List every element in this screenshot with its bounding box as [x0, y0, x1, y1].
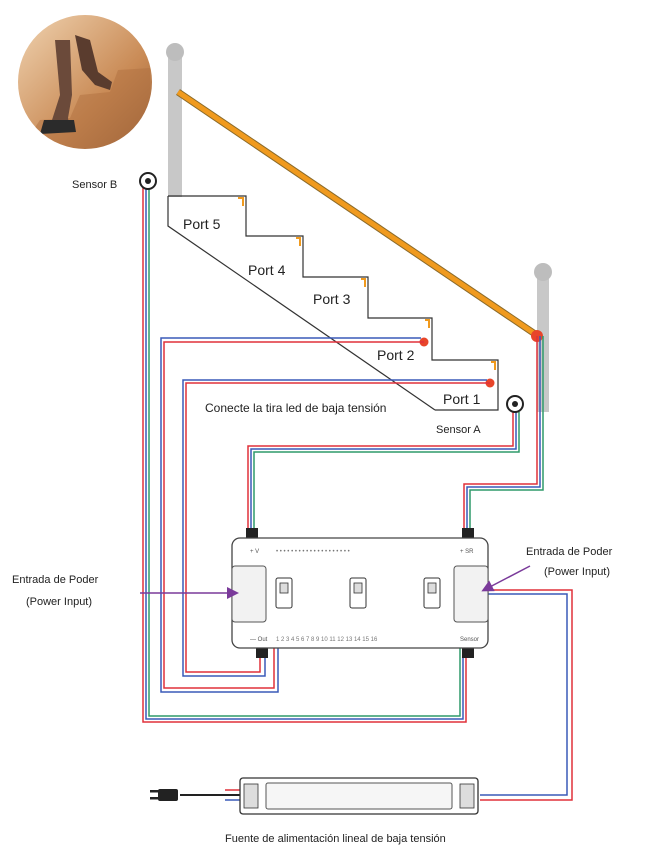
svg-text:Sensor: Sensor [460, 637, 479, 643]
power-input-right-es: Entrada de Poder [526, 546, 613, 558]
sensor-a-label: Sensor A [436, 424, 481, 436]
power-input-left-es: Entrada de Poder [12, 574, 99, 586]
sensor-icon [139, 172, 157, 190]
svg-text:+ V: + V [250, 549, 259, 555]
svg-text:• • • • • • • • • • • • • • •: • • • • • • • • • • • • • • • • • • • • [276, 549, 350, 555]
connectors [246, 528, 474, 658]
svg-text:— Out: — Out [250, 637, 268, 643]
power-input-left-en: (Power Input) [26, 596, 92, 608]
psu-label: Fuente de alimentación lineal de baja te… [225, 833, 446, 845]
port-label-4: Port 4 [248, 262, 286, 278]
photo-stairs [16, 13, 154, 151]
connect-strip-label: Conecte la tira led de baja tensión [205, 401, 386, 415]
svg-text:1 2 3 4 5 6 7 8 9 10 11 12 13: 1 2 3 4 5 6 7 8 9 10 11 12 13 14 15 16 [276, 637, 378, 643]
power-input-right-en: (Power Input) [544, 566, 610, 578]
port-label-2: Port 2 [377, 347, 415, 363]
power-supply [239, 777, 479, 815]
arrow-right-power [481, 565, 531, 592]
port-label-3: Port 3 [313, 291, 351, 307]
stair-outline [167, 195, 499, 411]
led-strips [238, 197, 496, 370]
wires [142, 186, 573, 801]
power-plug-icon [150, 789, 178, 801]
left-post [166, 43, 184, 197]
port-label-1: Port 1 [443, 391, 481, 407]
svg-text:+ SR: + SR [460, 549, 474, 555]
port-label-5: Port 5 [183, 216, 221, 232]
controller-board: + V — Out + SR Sensor • • • • • • • • • … [231, 537, 489, 649]
sensor-b-label: Sensor B [72, 179, 117, 191]
sensor-icon [506, 395, 524, 413]
